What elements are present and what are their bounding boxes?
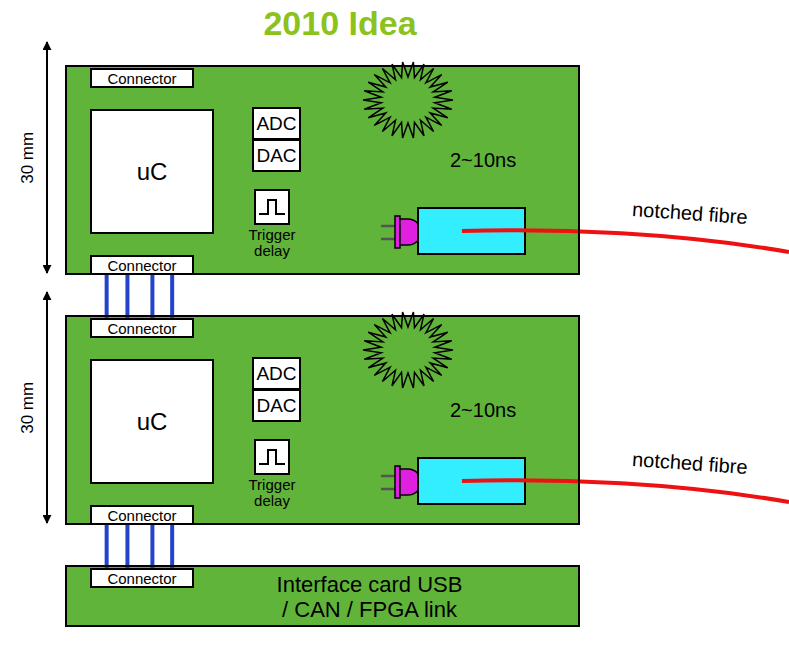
connector-box: Connector <box>90 568 194 588</box>
bus-wire <box>150 525 154 568</box>
bus-wire <box>150 275 154 318</box>
connector-box: Connector <box>90 318 194 338</box>
block-label: Trigger delay <box>241 227 303 259</box>
connector-box: Connector <box>90 505 194 525</box>
dac-box: DAC <box>252 389 301 422</box>
dac-box: DAC <box>252 139 301 172</box>
box-label: DAC <box>256 146 296 165</box>
bus-wires <box>107 525 173 568</box>
interface-card: Interface card USB / CAN / FPGA link Conn… <box>65 565 580 627</box>
dimension-arrow <box>46 42 48 273</box>
flash-symbol <box>363 312 453 388</box>
dimension-label: 30 mm <box>18 129 38 187</box>
fibre-label: notched fibre <box>629 447 752 478</box>
box-label: ADC <box>256 114 296 133</box>
box-label: ADC <box>256 364 296 383</box>
bus-wire <box>105 275 109 318</box>
pulse-symbol <box>256 441 288 473</box>
pulse-symbol-box <box>254 189 290 225</box>
adc-box: ADC <box>252 357 301 390</box>
pulse-symbol <box>256 191 288 223</box>
connector-box: Connector <box>90 68 194 88</box>
box-label: Connector <box>107 508 176 523</box>
box-label: uC <box>137 410 168 434</box>
circuit-board: 2~10nsConnectoruCADCDACTrigger delayConn… <box>65 65 580 275</box>
pulse-symbol <box>259 200 285 214</box>
flash-symbol <box>363 62 453 138</box>
bus-wire <box>125 275 129 318</box>
dimension-label: 30 mm <box>18 379 38 437</box>
dimension-arrow <box>46 292 48 523</box>
box-label: Connector <box>107 71 176 86</box>
circuit-board: 2~10nsConnectoruCADCDACTrigger delayConn… <box>65 315 580 525</box>
pulse-duration: 2~10ns <box>450 399 516 422</box>
pulse-duration: 2~10ns <box>450 149 516 172</box>
bus-wire <box>170 275 174 318</box>
microcontroller-box: uC <box>90 109 214 234</box>
pulse-symbol-box <box>254 439 290 475</box>
fibre-label: notched fibre <box>629 197 752 228</box>
pulse-symbol <box>259 450 285 464</box>
bus-wire <box>125 525 129 568</box>
box-label: Connector <box>107 321 176 336</box>
microcontroller-box: uC <box>90 359 214 484</box>
board-fill <box>66 566 579 626</box>
bus-wires <box>107 275 173 318</box>
box-label: Connector <box>107 571 176 586</box>
box-label: DAC <box>256 396 296 415</box>
card-label: Interface card USB / CAN / FPGA link <box>192 572 547 622</box>
adc-box: ADC <box>252 107 301 140</box>
trigger-delay-block: Trigger delay <box>247 439 297 514</box>
bus-wire <box>170 525 174 568</box>
block-label: Trigger delay <box>241 477 303 509</box>
title: 2010 Idea <box>190 4 490 43</box>
box-label: Connector <box>107 258 176 273</box>
connector-box: Connector <box>90 255 194 275</box>
box-label: uC <box>137 160 168 184</box>
bus-wire <box>105 525 109 568</box>
trigger-delay-block: Trigger delay <box>247 189 297 264</box>
